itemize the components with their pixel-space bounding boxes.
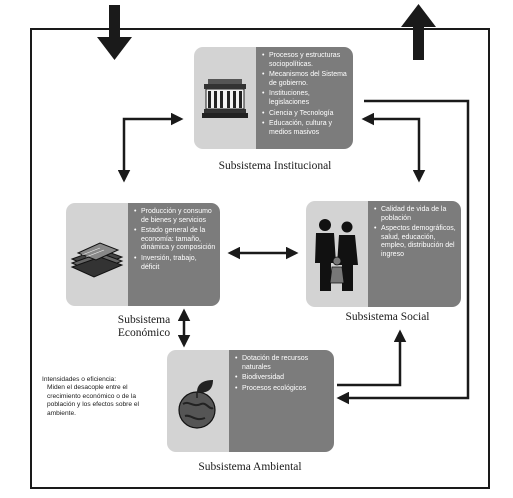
label-economico: Subsistema Económico — [94, 314, 194, 340]
label-social: Subsistema Social — [345, 311, 430, 323]
list-item: Ciencia y Tecnología — [262, 110, 349, 119]
list-item: Aspectos demográficos, salud, educación,… — [374, 225, 457, 259]
intensity-note-body: Miden el desacople entre el crecimiento … — [47, 384, 140, 417]
label-institucional: Subsistema Institucional — [218, 160, 332, 172]
arrow-inst-social — [361, 112, 426, 183]
list-item: Educación, cultura y medios masivos — [262, 120, 349, 137]
institucional-list: Procesos y estructuras sociopolíticas. M… — [261, 52, 349, 137]
list-item: Dotación de recursos naturales — [235, 355, 330, 372]
intensity-note: Intensidades o eficiencia: Miden el desa… — [42, 376, 160, 418]
arrow-loop-inst-amb — [336, 99, 470, 405]
social-image — [306, 201, 368, 307]
card-ambiental: Dotación de recursos naturales Biodivers… — [167, 350, 334, 452]
output-arrow — [401, 4, 436, 60]
list-item: Estado general de la economía: tamaño, d… — [134, 227, 216, 253]
card-social: Calidad de vida de la población Aspectos… — [306, 201, 461, 307]
ambiental-list: Dotación de recursos naturales Biodivers… — [234, 355, 330, 393]
economico-list: Producción y consumo de bienes y servici… — [133, 208, 216, 272]
globe-leaf-icon — [178, 380, 216, 429]
card-institucional: Procesos y estructuras sociopolíticas. M… — [194, 47, 353, 149]
system-frame — [30, 28, 490, 489]
social-list: Calidad de vida de la población Aspectos… — [373, 206, 457, 260]
list-item: Instituciones, legislaciones — [262, 90, 349, 107]
list-item: Procesos ecológicos — [235, 385, 330, 394]
list-item: Procesos y estructuras sociopolíticas. — [262, 52, 349, 69]
list-item: Biodiversidad — [235, 374, 330, 383]
label-economico-line2: Económico — [117, 327, 171, 339]
input-arrow — [97, 5, 132, 60]
label-economico-line1: Subsistema — [117, 314, 171, 326]
list-item: Calidad de vida de la población — [374, 206, 457, 223]
arrow-inst-econ — [117, 112, 184, 183]
government-building-icon — [202, 79, 248, 118]
intensity-note-heading: Intensidades o eficiencia: — [42, 376, 117, 383]
card-economico: Producción y consumo de bienes y servici… — [66, 203, 220, 306]
list-item: Producción y consumo de bienes y servici… — [134, 208, 216, 225]
family-icon — [315, 219, 358, 291]
economico-image — [66, 203, 128, 306]
list-item: Inversión, trabajo, déficit — [134, 255, 216, 272]
ambiental-image — [167, 350, 229, 452]
institucional-image — [194, 47, 256, 149]
arrow-amb-social — [337, 329, 407, 387]
label-ambiental: Subsistema Ambiental — [198, 461, 302, 473]
list-item: Mecanismos del Sistema de gobierno. — [262, 71, 349, 88]
money-stack-icon — [70, 242, 124, 278]
